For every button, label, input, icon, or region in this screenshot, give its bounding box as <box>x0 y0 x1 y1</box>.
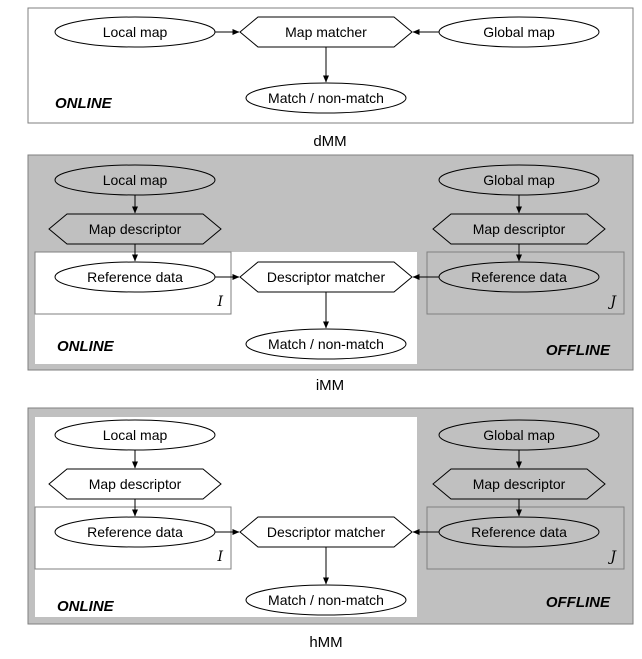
imm-local-map-node: Local map <box>54 164 216 196</box>
dmm-global-map-label: Global map <box>483 24 555 40</box>
hmm-set-j-label: J <box>607 549 617 565</box>
imm-reference-data-right-label: Reference data <box>471 269 567 285</box>
dmm-local-map-node: Local map <box>54 16 216 48</box>
hmm-local-map-node: Local map <box>54 419 216 451</box>
imm-reference-data-left-node: Reference data <box>54 261 216 293</box>
hmm-caption: hMM <box>309 634 342 651</box>
hmm-online-tag: ONLINE <box>57 598 115 615</box>
dmm-map-matcher-node: Map matcher <box>239 16 413 48</box>
imm-set-j-label: J <box>607 294 617 310</box>
dmm-global-map-node: Global map <box>438 16 600 48</box>
imm-map-descriptor-left-node: Map descriptor <box>48 213 222 245</box>
imm-caption: iMM <box>316 377 344 394</box>
imm-map-descriptor-left-label: Map descriptor <box>89 221 182 237</box>
hmm-map-descriptor-left-node: Map descriptor <box>48 468 222 500</box>
dmm-map-matcher-label: Map matcher <box>285 24 367 40</box>
hmm-descriptor-matcher-node: Descriptor matcher <box>239 516 413 548</box>
imm-descriptor-matcher-node: Descriptor matcher <box>239 261 413 293</box>
dmm-caption: dMM <box>313 133 346 150</box>
imm-online-tag: ONLINE <box>57 338 115 355</box>
hmm-map-descriptor-right-node: Map descriptor <box>432 468 606 500</box>
imm-set-i-box <box>34 251 232 315</box>
hmm-offline-tag: OFFLINE <box>546 594 611 611</box>
imm-diagram: Local map Global map Map descriptor Map … <box>27 154 634 394</box>
hmm-global-map-node: Global map <box>438 419 600 451</box>
imm-match-node: Match / non-match <box>245 328 407 360</box>
hmm-set-i-box <box>34 506 232 570</box>
hmm-reference-data-right-node: Reference data <box>438 516 600 548</box>
dmm-match-node: Match / non-match <box>245 82 407 114</box>
imm-local-map-label: Local map <box>103 172 168 188</box>
hmm-reference-data-left-label: Reference data <box>87 524 183 540</box>
hmm-global-map-label: Global map <box>483 427 555 443</box>
hmm-match-label: Match / non-match <box>268 592 384 608</box>
hmm-set-j-box <box>426 506 625 570</box>
imm-set-j-box <box>426 251 625 315</box>
hmm-descriptor-matcher-label: Descriptor matcher <box>267 524 386 540</box>
imm-map-descriptor-right-label: Map descriptor <box>473 221 566 237</box>
hmm-diagram: Local map Global map Map descriptor Map … <box>27 407 634 651</box>
imm-global-map-label: Global map <box>483 172 555 188</box>
hmm-reference-data-right-label: Reference data <box>471 524 567 540</box>
dmm-online-tag: ONLINE <box>55 95 113 112</box>
hmm-reference-data-left-node: Reference data <box>54 516 216 548</box>
hmm-match-node: Match / non-match <box>245 584 407 616</box>
hmm-map-descriptor-right-label: Map descriptor <box>473 476 566 492</box>
imm-map-descriptor-right-node: Map descriptor <box>432 213 606 245</box>
imm-reference-data-right-node: Reference data <box>438 261 600 293</box>
imm-set-i-label: I <box>216 294 223 310</box>
dmm-local-map-label: Local map <box>103 24 168 40</box>
imm-descriptor-matcher-label: Descriptor matcher <box>267 269 386 285</box>
hmm-set-i-label: I <box>216 549 223 565</box>
imm-offline-tag: OFFLINE <box>546 342 611 359</box>
imm-global-map-node: Global map <box>438 164 600 196</box>
imm-match-label: Match / non-match <box>268 336 384 352</box>
dmm-diagram: Local map Map matcher Global map Match /… <box>27 7 634 150</box>
hmm-map-descriptor-left-label: Map descriptor <box>89 476 182 492</box>
dmm-match-label: Match / non-match <box>268 90 384 106</box>
hmm-local-map-label: Local map <box>103 427 168 443</box>
imm-reference-data-left-label: Reference data <box>87 269 183 285</box>
